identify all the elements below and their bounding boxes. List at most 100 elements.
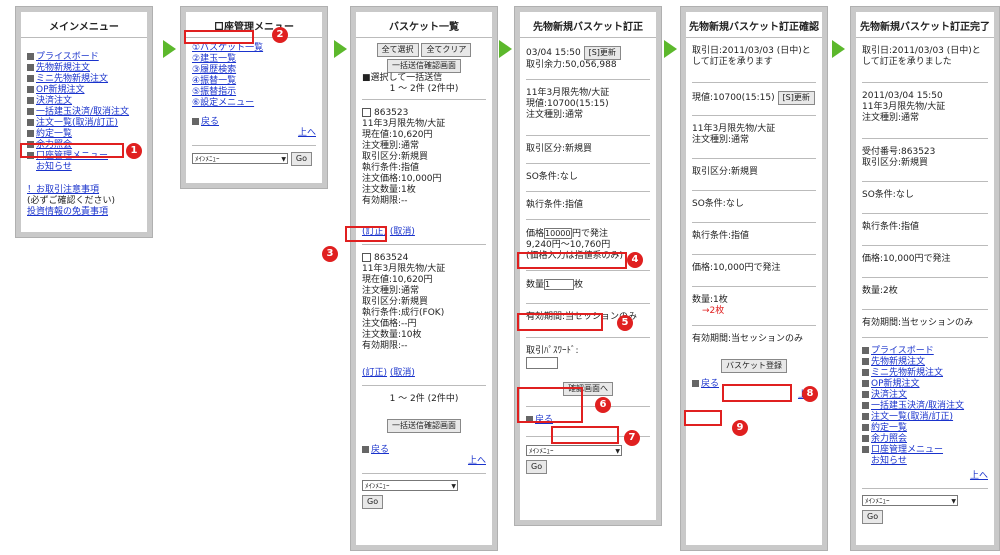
menu-item-settle[interactable]: 決済注文: [27, 96, 141, 107]
up-link[interactable]: 上へ: [297, 128, 316, 138]
basket-list-link[interactable]: ①バスケット一覧: [192, 43, 264, 53]
menu-item-price-board[interactable]: プライスボード: [27, 52, 141, 63]
edit-link[interactable]: (訂正): [362, 227, 388, 237]
menu-select[interactable]: ﾒｲﾝﾒﾆｭｰ: [362, 480, 458, 492]
trade-date-text: して訂正を承ります: [692, 57, 773, 67]
up-link[interactable]: 上へ: [467, 456, 486, 466]
page-title: 先物新規バスケット訂正: [520, 12, 656, 38]
menu-bullet-icon: [862, 347, 869, 354]
basket-register-button[interactable]: バスケット登録: [721, 359, 787, 373]
validity-text: 有効期間:当セッションのみ: [862, 318, 974, 328]
order-line: 11年3月限先物/大証: [362, 119, 446, 129]
menu-bullet-icon: [862, 424, 869, 431]
menu-item-futures-new[interactable]: 先物新規注文: [27, 63, 141, 74]
price-text: 価格:10,000円で発注: [692, 263, 781, 273]
refresh-button[interactable]: [S]更新: [777, 91, 815, 105]
panel-main-menu: メインメニュー プライスボード 先物新規注文 ミニ先物新規注文 OP新規注文 決…: [15, 6, 153, 238]
cancel-link[interactable]: (取消): [389, 227, 415, 237]
disclaimer-link[interactable]: 投資情報の免責事項: [27, 207, 109, 217]
order-line: 有効期限:--: [362, 341, 408, 351]
menu-item-op-new[interactable]: OP新規注文: [27, 85, 141, 96]
menu-item-mini-futures-new[interactable]: ミニ先物新規注文: [862, 368, 988, 379]
menu-item-margin[interactable]: 余力照会: [862, 434, 988, 445]
flow-arrow-icon: [334, 40, 347, 58]
order-type-text: 注文種別:通常: [692, 135, 750, 145]
menu-item-bulk-settle[interactable]: 一括建玉決済/取消注文: [862, 401, 988, 412]
notice-link[interactable]: ！お取引注意事項: [27, 185, 100, 195]
menu-bullet-icon: [27, 53, 34, 60]
back-link[interactable]: 戻る: [526, 415, 650, 426]
order-line: 現在値:10,620円: [362, 275, 433, 285]
password-input[interactable]: [526, 357, 558, 369]
menu-bullet-icon: [862, 402, 869, 409]
back-link[interactable]: 戻る: [692, 379, 816, 390]
price-label: 価格: [526, 229, 545, 239]
history-link[interactable]: ③履歴検索: [192, 65, 237, 75]
go-button[interactable]: Go: [362, 495, 384, 509]
menu-select[interactable]: ﾒｲﾝﾒﾆｭｰ: [526, 444, 622, 457]
positions-link[interactable]: ②建玉一覧: [192, 54, 237, 64]
batch-confirm-button[interactable]: 一括送信確認画面: [387, 419, 461, 433]
menu-bullet-icon: [27, 119, 34, 126]
so-text: SO条件:なし: [692, 199, 744, 209]
order-line: 取引区分:新規買: [362, 152, 429, 162]
menu-item-news[interactable]: お知らせ: [871, 456, 907, 466]
menu-item-order-list[interactable]: 注文一覧(取消/訂正): [27, 118, 141, 129]
menu-item-price-board[interactable]: プライスボード: [862, 346, 988, 357]
menu-item-order-list[interactable]: 注文一覧(取消/訂正): [862, 412, 988, 423]
price-suffix: 円で発注: [572, 229, 609, 239]
cancel-link[interactable]: (取消): [389, 368, 415, 378]
batch-confirm-button[interactable]: 一括送信確認画面: [387, 59, 461, 73]
highlight-account-menu: [20, 143, 124, 158]
menu-item-mini-futures-new[interactable]: ミニ先物新規注文: [27, 74, 141, 85]
order-checkbox[interactable]: [362, 253, 371, 262]
menu-item-futures-new[interactable]: 先物新規注文: [862, 357, 988, 368]
step-badge-9: 9: [732, 420, 748, 436]
order-line: 11年3月限先物/大証: [362, 264, 446, 274]
exec-text: 執行条件:指値: [692, 231, 750, 241]
edit-link[interactable]: (訂正): [362, 368, 388, 378]
page-title: 口座管理メニュー: [186, 12, 322, 38]
transfer-list-link[interactable]: ④振替一覧: [192, 76, 237, 86]
menu-bullet-icon: [192, 118, 199, 125]
password-label: 取引ﾊﾟｽﾜｰﾄﾞ:: [526, 346, 579, 356]
menu-item-settle[interactable]: 決済注文: [862, 390, 988, 401]
order-id: 863524: [374, 253, 409, 263]
order-line: 取引区分:新規買: [362, 297, 429, 307]
transfer-order-link[interactable]: ⑤振替指示: [192, 87, 237, 97]
menu-item-executions[interactable]: 約定一覧: [862, 423, 988, 434]
menu-item-account[interactable]: 口座管理メニュー: [862, 445, 988, 456]
menu-item-news[interactable]: お知らせ: [36, 162, 72, 172]
price-input[interactable]: 10000: [544, 228, 573, 239]
go-button[interactable]: Go: [862, 510, 884, 524]
menu-item-op-new[interactable]: OP新規注文: [862, 379, 988, 390]
clear-all-button[interactable]: 全てクリア: [421, 43, 472, 57]
refresh-button[interactable]: [S]更新: [583, 46, 621, 60]
up-link[interactable]: 上へ: [969, 471, 988, 481]
highlight-back-link: [684, 410, 722, 426]
settings-link[interactable]: ⑥設定メニュー: [192, 98, 255, 108]
menu-bullet-icon: [27, 108, 34, 115]
instruction-text: ■選択して一括送信: [362, 73, 443, 83]
so-text: SO条件:なし: [862, 190, 914, 200]
back-link[interactable]: 戻る: [192, 117, 316, 128]
qty-input[interactable]: 1: [544, 279, 575, 290]
highlight-price-field: [517, 252, 627, 269]
menu-bullet-icon: [862, 369, 869, 376]
back-link[interactable]: 戻る: [362, 445, 486, 456]
trade-type-text: 取引区分:新規買: [692, 167, 759, 177]
step-badge-3: 3: [322, 246, 338, 262]
step-badge-8: 8: [802, 386, 818, 402]
menu-item-bulk-settle[interactable]: 一括建玉決済/取消注文: [27, 107, 141, 118]
menu-item-executions[interactable]: 約定一覧: [27, 129, 141, 140]
menu-select[interactable]: ﾒｲﾝﾒﾆｭｰ: [862, 495, 958, 507]
step-badge-1: 1: [126, 143, 142, 159]
go-button[interactable]: Go: [526, 459, 548, 474]
step-badge-2: 2: [272, 27, 288, 43]
order-checkbox[interactable]: [362, 108, 371, 117]
menu-select[interactable]: ﾒｲﾝﾒﾆｭｰ: [192, 153, 288, 165]
go-button[interactable]: Go: [290, 152, 312, 166]
select-all-button[interactable]: 全て選択: [376, 43, 419, 57]
menu-bullet-icon: [862, 413, 869, 420]
qty-text: 数量:2枚: [862, 286, 898, 296]
